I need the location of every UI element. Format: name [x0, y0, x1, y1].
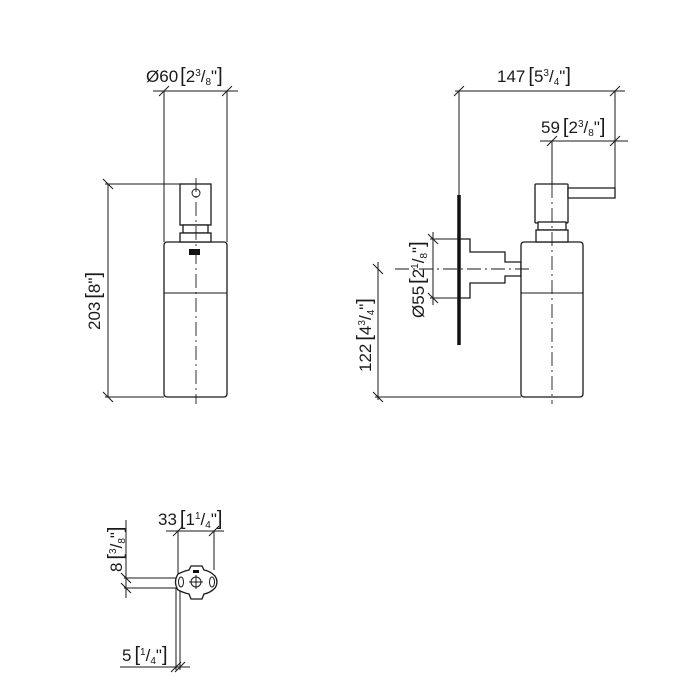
center-cross — [189, 575, 203, 589]
marker — [193, 570, 199, 573]
wall-mount — [458, 238, 522, 299]
dimension-line-mount-height — [372, 262, 521, 403]
dimension-label-spout: 59[23/8"] — [541, 116, 605, 139]
dimension-label-height: 203[8"] — [83, 272, 105, 330]
pump-head — [179, 183, 212, 226]
dispenser-body — [163, 241, 228, 398]
dimension-line-bracket-width — [166, 525, 224, 578]
slot-left — [178, 576, 184, 588]
dimension-line-height — [102, 178, 196, 403]
dimension-line-bracket-offset — [120, 520, 176, 598]
side-view: 147[53/4"] 59[23/8"] Ø55[21/8"] 122[43/4… — [354, 65, 628, 404]
pump-head-side — [534, 183, 569, 224]
dimension-line-bracket-thickness — [120, 588, 190, 673]
dimension-label-rosette: Ø55[21/8"] — [407, 241, 430, 318]
pump-neck — [182, 224, 209, 234]
dimension-line-rosette — [427, 232, 470, 305]
slot-right — [209, 576, 215, 588]
dimension-label-mount-height: 122[43/4"] — [354, 298, 377, 372]
dimension-label-bracket-offset: 8[3/8"] — [105, 527, 128, 573]
dimension-line-spout — [540, 135, 628, 184]
dimension-label-bracket-width: 33[11/4"] — [158, 508, 222, 531]
dimension-line-depth — [453, 85, 625, 195]
dimension-line-diameter — [153, 85, 238, 97]
extension-lines — [163, 91, 228, 242]
logo-plate — [189, 249, 200, 255]
dimension-label-diameter: Ø60[23/8"] — [146, 65, 223, 88]
pump-collar — [179, 232, 212, 243]
dimension-label-bracket-thickness: 5[1/4"] — [122, 644, 168, 667]
front-view: Ø60[23/8"] 203[8"] — [83, 65, 238, 404]
bracket-view: 33[11/4"] 8[3/8"] 5[1/4"] — [105, 508, 224, 673]
dimension-label-depth: 147[53/4"] — [497, 65, 571, 88]
spout — [567, 187, 616, 199]
